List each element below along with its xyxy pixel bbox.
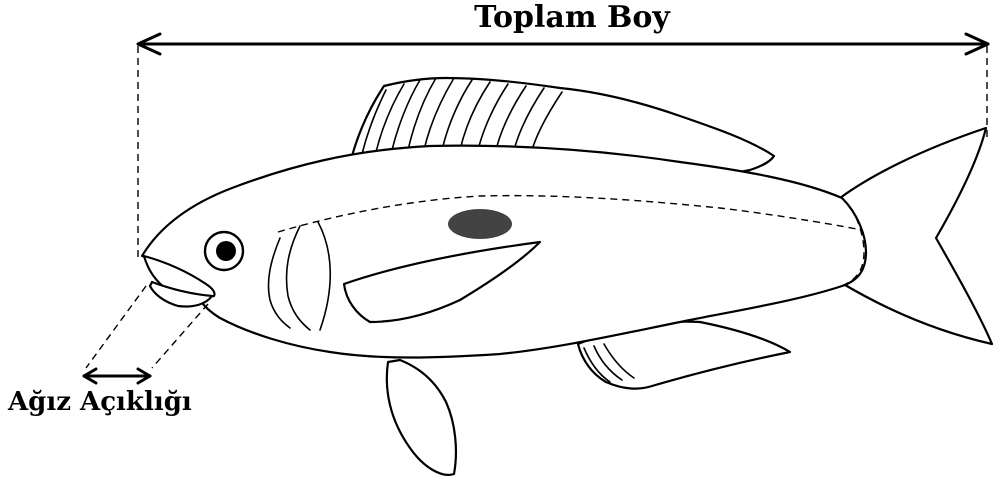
fish-illustration xyxy=(142,78,992,475)
total-length-label: Toplam Boy xyxy=(474,0,671,35)
eye-pupil xyxy=(216,241,236,261)
mouth-gape-arrow xyxy=(84,369,150,383)
total-length-arrow xyxy=(138,34,988,54)
mouth-gape-label: Ağız Açıklığı xyxy=(7,387,192,417)
pelvic-fin xyxy=(387,360,456,475)
body-spot xyxy=(448,209,512,239)
